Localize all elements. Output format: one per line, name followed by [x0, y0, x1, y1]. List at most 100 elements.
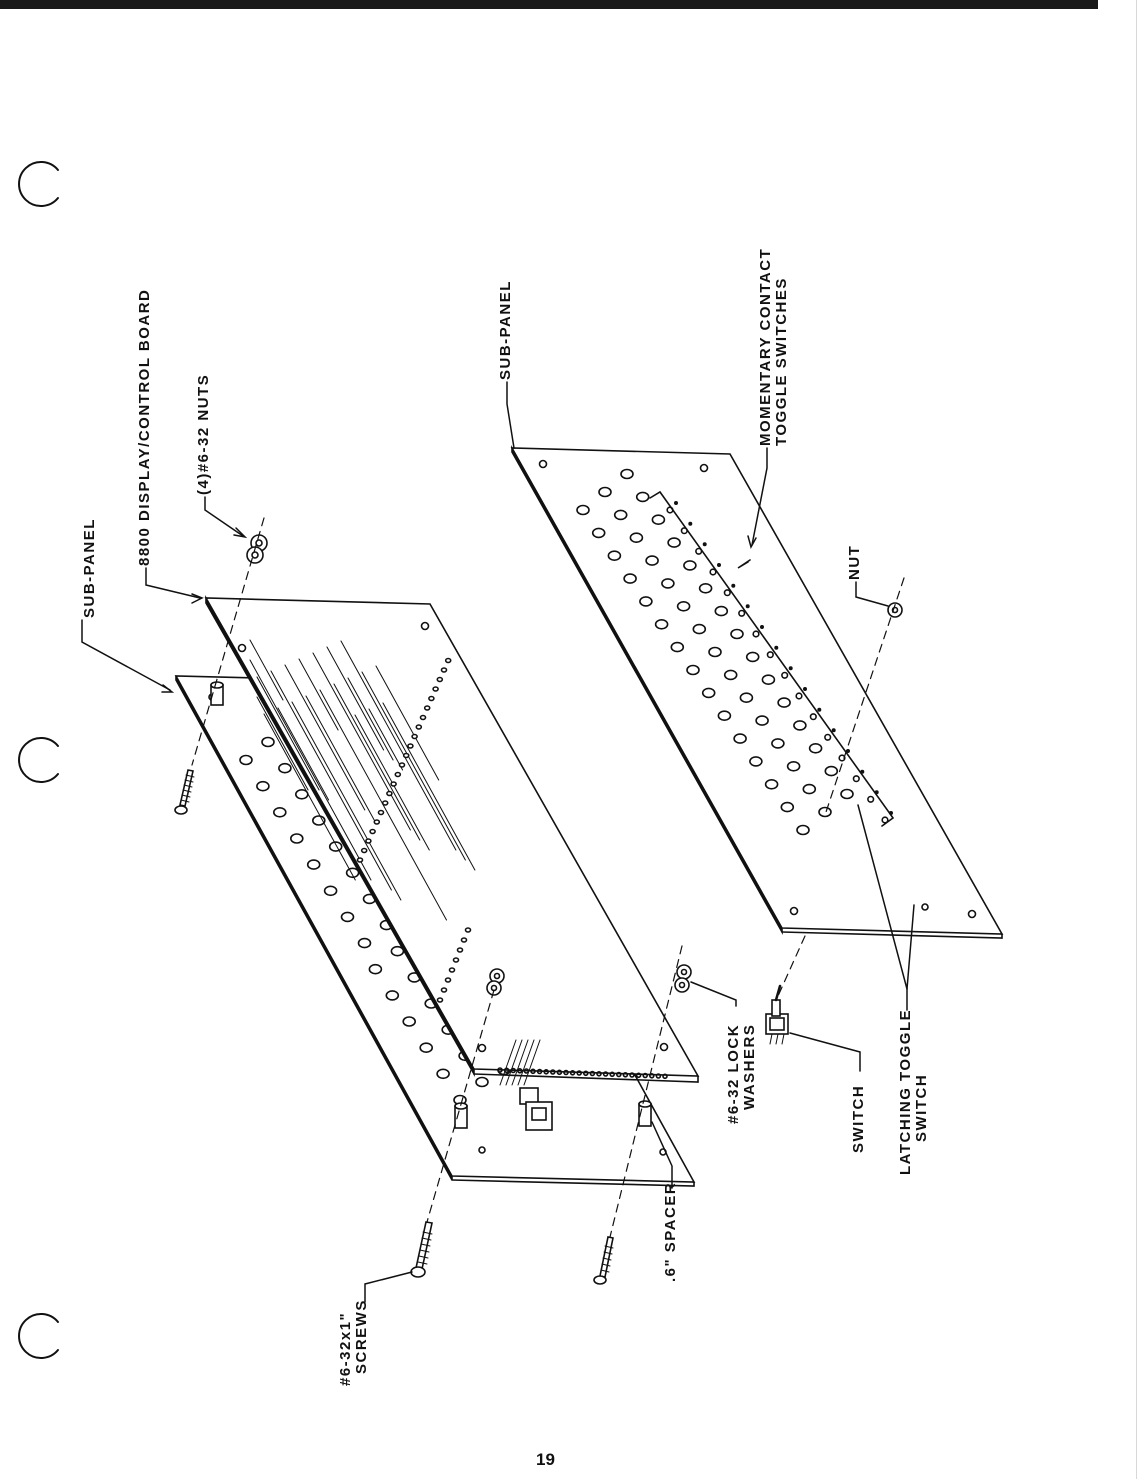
panel-hole [676, 600, 691, 612]
binder-hole-marks [18, 161, 59, 1359]
toggle-hole [838, 754, 846, 762]
trace-stroke [368, 708, 404, 771]
panel-hole [289, 833, 304, 844]
screw-bottom-left [410, 1221, 433, 1278]
panel-hole [620, 468, 634, 480]
led [402, 752, 410, 759]
edge-pin [497, 1067, 503, 1073]
toggle-hole-dot [888, 810, 893, 815]
edge-pin [563, 1069, 569, 1076]
trace-stroke [382, 702, 476, 871]
panel-hole [745, 651, 760, 663]
led [373, 819, 381, 825]
panel-hole [730, 628, 744, 640]
toggle-hole-dot [874, 790, 879, 795]
edge-pin [602, 1071, 609, 1077]
panel-hole [818, 806, 832, 818]
trace-stroke [270, 670, 392, 891]
led [411, 733, 418, 740]
label-latching-line1: LATCHING TOGGLE [897, 1008, 914, 1175]
panel-hole [780, 801, 795, 813]
label-lock-washers-line1: #6-32 LOCK [725, 1023, 742, 1124]
label-sub-panel-left: SUB-PANEL [81, 518, 98, 618]
panel-hole [639, 596, 653, 607]
page-number: 19 [536, 1450, 555, 1469]
panel-hole [623, 573, 637, 584]
led [398, 762, 406, 768]
edge-pin [549, 1069, 556, 1075]
panel-hole [256, 780, 270, 792]
panel-hole [629, 532, 644, 544]
panel-hole [368, 963, 383, 975]
panel-hole [692, 623, 707, 635]
led [407, 743, 414, 749]
led [436, 676, 444, 683]
toggle-hole-dot [716, 562, 721, 567]
toggle-hole-dot [788, 666, 793, 671]
panel-hole [436, 1068, 450, 1080]
led [460, 937, 468, 943]
panel-hole [272, 806, 287, 818]
panel-hole [824, 765, 839, 777]
trace-stroke [263, 713, 356, 881]
edge-pin [589, 1070, 596, 1077]
led [423, 705, 431, 711]
edge-pin [530, 1068, 536, 1075]
led [436, 997, 444, 1003]
edge-pin [622, 1072, 629, 1078]
led [377, 809, 385, 816]
trace-stroke [361, 671, 466, 861]
edge-pin [556, 1069, 563, 1076]
label-nut: NUT [846, 544, 863, 580]
edge-pin [576, 1070, 583, 1076]
led [381, 800, 389, 806]
panel-hole [771, 738, 785, 749]
trace-stroke [326, 646, 385, 751]
toggle-hole-dot [802, 686, 807, 691]
led [428, 695, 435, 702]
panel-hole [323, 885, 338, 897]
led [464, 927, 472, 933]
led [440, 987, 448, 993]
panel-hole [654, 618, 669, 630]
spacer-left [454, 1102, 468, 1129]
panel-hole [708, 646, 722, 658]
led [365, 838, 372, 844]
panel-hole [802, 783, 817, 795]
panel-hole [698, 582, 713, 594]
panel-hole [701, 687, 716, 699]
led-row [356, 657, 472, 1003]
leader-lines [81, 381, 915, 1303]
panel-hole [686, 664, 700, 676]
panel-hole [598, 486, 612, 498]
trace-stroke [298, 658, 339, 731]
board-circuit-traces [249, 639, 476, 921]
trace-stroke [277, 707, 330, 801]
edge-pin [503, 1067, 510, 1074]
panel-hole [714, 605, 729, 617]
led [419, 714, 427, 721]
toggle-hole [738, 609, 746, 617]
toggle-hole-dot [731, 583, 736, 588]
toggle-hole [795, 692, 803, 700]
trace-stroke [249, 659, 372, 881]
led [390, 781, 397, 787]
led [415, 724, 423, 730]
label-momentary-line1: MOMENTARY CONTACT [757, 247, 774, 446]
trace-stroke [340, 640, 457, 851]
toggle-hole-dot [673, 500, 678, 505]
toggle-hole-dot [774, 645, 779, 650]
panel-hole [670, 641, 685, 653]
trace-stroke [256, 696, 309, 791]
toggle-hole [809, 713, 817, 721]
led [386, 790, 393, 797]
screw-bottom-center [593, 1236, 614, 1285]
toggle-hole [766, 651, 774, 659]
toggle-hole-dot [688, 521, 693, 526]
led [448, 967, 456, 973]
edge-pin [569, 1070, 576, 1076]
led [356, 857, 364, 863]
panel-hole [306, 859, 321, 870]
led [432, 686, 439, 692]
toggle-hole [752, 630, 760, 638]
